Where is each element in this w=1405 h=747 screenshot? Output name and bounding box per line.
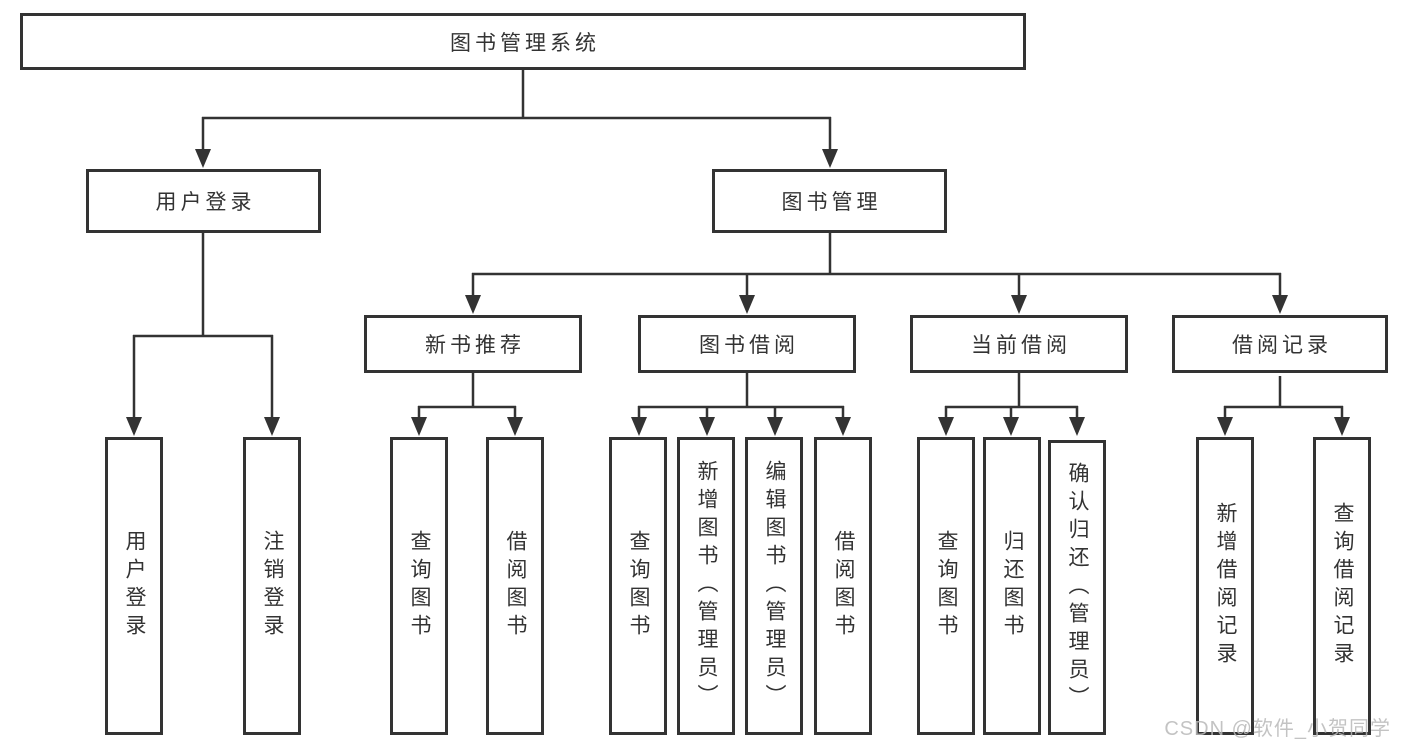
leaf-edit-books-admin: 编辑图书（管理员）: [745, 437, 803, 735]
leaf-query-borrow-record: 查询借阅记录: [1313, 437, 1371, 735]
node-label: 查询借阅记录: [1331, 502, 1354, 670]
node-book-management: 图书管理: [712, 169, 947, 233]
node-label: 新书推荐: [425, 334, 525, 357]
node-label: 编辑图书（管理员）: [763, 460, 786, 712]
watermark: CSDN @软件_小贺同学: [1164, 718, 1391, 740]
node-label: 借阅记录: [1232, 334, 1332, 357]
node-label: 新增借阅记录: [1214, 502, 1237, 670]
node-library-system: 图书管理系统: [20, 13, 1026, 70]
node-label: 注销登录: [261, 530, 284, 642]
leaf-borrow-books: 借阅图书: [814, 437, 872, 735]
leaf-logout: 注销登录: [243, 437, 301, 735]
node-label: 查询图书: [627, 530, 650, 642]
node-label: 用户登录: [155, 191, 256, 214]
node-label: 查询图书: [935, 530, 958, 642]
leaf-query-books: 查询图书: [390, 437, 448, 735]
node-user-login: 用户登录: [86, 169, 321, 233]
leaf-return-books: 归还图书: [983, 437, 1041, 735]
node-label: 新增图书（管理员）: [695, 460, 718, 712]
leaf-borrow-books: 借阅图书: [486, 437, 544, 735]
leaf-add-books-admin: 新增图书（管理员）: [677, 437, 735, 735]
leaf-user-login: 用户登录: [105, 437, 163, 735]
node-label: 查询图书: [408, 530, 431, 642]
node-label: 图书管理: [781, 191, 882, 214]
leaf-query-books: 查询图书: [609, 437, 667, 735]
node-label: 当前借阅: [971, 334, 1071, 357]
node-label: 图书管理系统: [450, 31, 600, 55]
node-current-borrowing: 当前借阅: [910, 315, 1128, 373]
leaf-query-books: 查询图书: [917, 437, 975, 735]
node-new-book-recommendation: 新书推荐: [364, 315, 582, 373]
node-label: 借阅图书: [504, 530, 527, 642]
leaf-confirm-return-admin: 确认归还（管理员）: [1048, 440, 1106, 735]
node-label: 借阅图书: [832, 530, 855, 642]
node-label: 归还图书: [1001, 530, 1024, 642]
node-borrowing-records: 借阅记录: [1172, 315, 1388, 373]
node-book-borrowing: 图书借阅: [638, 315, 856, 373]
node-label: 用户登录: [123, 530, 146, 642]
leaf-add-borrow-record: 新增借阅记录: [1196, 437, 1254, 735]
node-label: 图书借阅: [699, 334, 799, 357]
node-label: 确认归还（管理员）: [1066, 461, 1089, 714]
